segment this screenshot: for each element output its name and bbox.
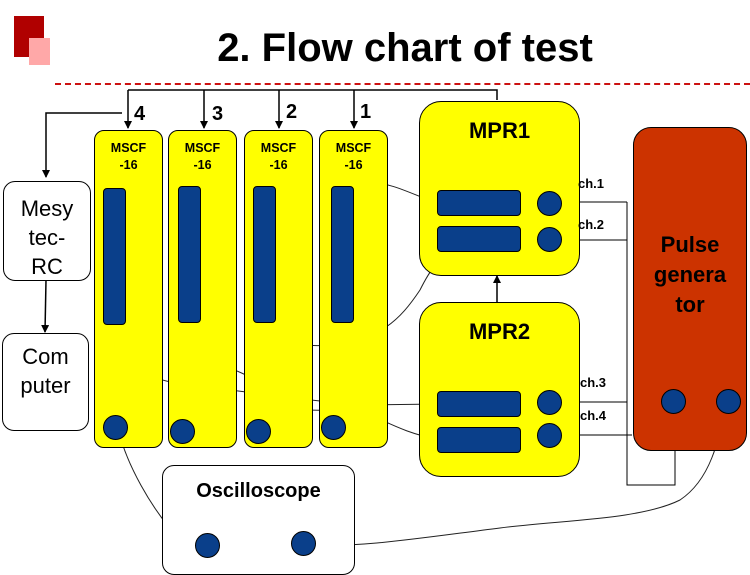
slide-title: 2. Flow chart of test [217,26,593,70]
channel-number-1: 1 [360,101,372,123]
ch4-label: ch.4 [580,408,607,423]
mpr2-input-ch3 [537,390,562,415]
oscilloscope-box: Oscilloscope [162,465,355,575]
mscf-connector [103,188,126,325]
mscf-output-jack [103,415,128,440]
mscf-label: MSCF-16 [110,141,147,172]
mscf-label: MSCF-16 [260,141,297,172]
mpr2-label: MPR2 [468,319,531,344]
title-divider [55,83,750,85]
channel-number-2: 2 [286,101,298,123]
arrow-to-computer [41,279,50,333]
mscf-module-1: MSCF-16 [319,130,388,448]
mscf-label: MSCF-16 [335,141,372,172]
mpr1-input-ch1 [537,191,562,216]
mscf-output-jack [170,419,195,444]
bus-line [128,89,498,100]
oscilloscope-input-1 [195,533,220,558]
mscf-output-jack [246,419,271,444]
ch2-label: ch.2 [578,217,605,232]
mscf-connector [253,186,276,323]
mscf-module-4: MSCF-16 [94,130,163,448]
mpr2-input-ch4 [537,423,562,448]
mpr1-connector-1 [437,190,521,216]
channel-number-4: 4 [134,103,146,125]
mscf-output-jack [321,415,346,440]
mpr1-input-ch2 [537,227,562,252]
oscilloscope-label: Oscilloscope [196,480,321,502]
pulse-output-2 [716,389,741,414]
mpr1-connector-2 [437,226,521,252]
ch3-label: ch.3 [580,375,607,390]
oscilloscope-input-2 [291,531,316,556]
mscf-module-2: MSCF-16 [244,130,313,448]
channel-number-3: 3 [212,103,224,125]
mpr2-connector-1 [437,391,521,417]
logo-light-square [29,38,50,65]
pulse-output-1 [661,389,686,414]
mpr2-module: MPR2 [419,302,580,477]
mpr2-connector-2 [437,427,521,453]
mpr1-module: MPR1 [419,101,580,276]
mpr1-label: MPR1 [468,118,531,143]
mscf-connector [178,186,201,323]
mscf-label: MSCF-16 [184,141,221,172]
mscf-module-3: MSCF-16 [168,130,237,448]
ch1-label: ch.1 [578,176,605,191]
mscf-connector [331,186,354,323]
